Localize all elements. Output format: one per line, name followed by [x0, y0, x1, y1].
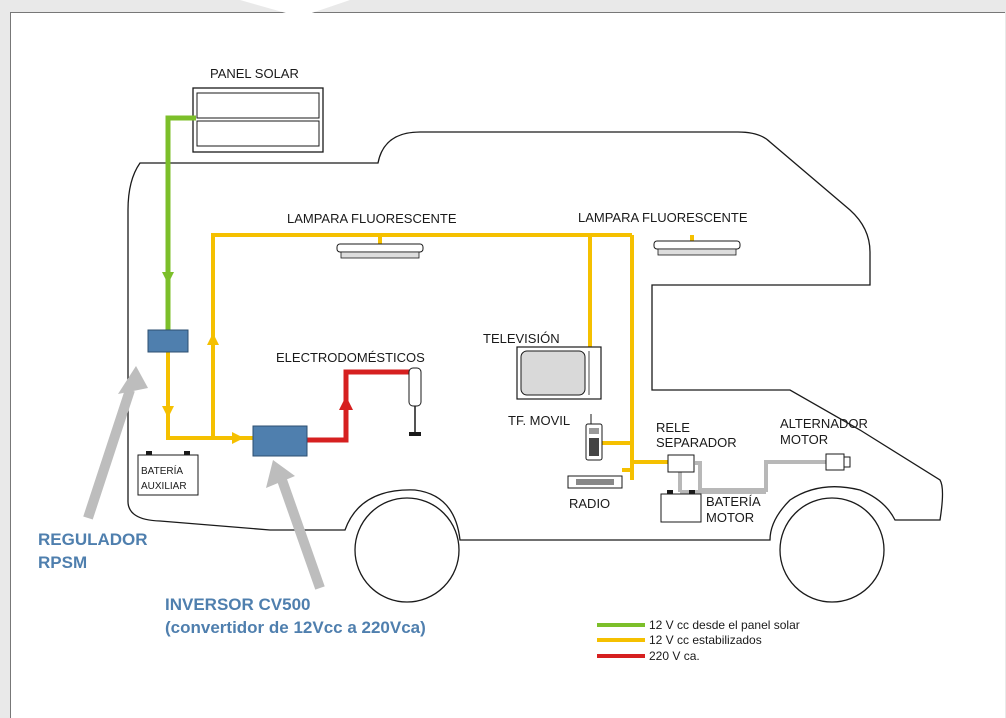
rele-label-2: SEPARADOR: [656, 435, 737, 450]
bateria-motor-label-1: BATERÍA: [706, 494, 761, 509]
radio-icon: [567, 475, 623, 489]
mobile-phone-icon: [585, 414, 603, 461]
radio-label: RADIO: [569, 496, 610, 511]
lamp-2: [653, 240, 741, 256]
auxiliary-battery: [137, 451, 199, 496]
alternador-label-1: ALTERNADOR: [780, 416, 868, 431]
television-icon: [516, 346, 602, 400]
yellow-arrow-down: [162, 406, 174, 418]
lamp-1: [336, 243, 424, 259]
alternador-label-2: MOTOR: [780, 432, 828, 447]
tf-movil-label: TF. MOVIL: [508, 413, 570, 428]
regulador-model: RPSM: [38, 553, 87, 572]
lampara-2-label: LAMPARA FLUORESCENTE: [578, 210, 748, 225]
bateria-motor-label-2: MOTOR: [706, 510, 754, 525]
rear-wheel: [354, 497, 460, 603]
front-wheel: [779, 497, 885, 603]
yellow-network: [166, 233, 694, 480]
gray-motor-circuit: [678, 460, 826, 494]
regulator-box: [147, 329, 189, 353]
electrodomesticos-label: ELECTRODOMÉSTICOS: [276, 350, 425, 365]
green-arrow: [162, 272, 174, 284]
legend: 12 V cc desde el panel solar 12 V cc est…: [597, 618, 800, 663]
relay-box: [667, 454, 695, 473]
inversor-title: INVERSOR CV500: [165, 595, 311, 614]
lampara-1-label: LAMPARA FLUORESCENTE: [287, 211, 457, 226]
television-label: TELEVISIÓN: [483, 331, 560, 346]
inversor-subtitle: (convertidor de 12Vcc a 220Vca): [165, 618, 426, 637]
regulador-title: REGULADOR: [38, 530, 148, 549]
bateria-aux-label-2: AUXILIAR: [141, 481, 187, 492]
yellow-arrow-up: [207, 333, 219, 345]
inverter-box: [252, 425, 308, 457]
legend-label-red: 220 V ca.: [649, 649, 700, 663]
rele-label-1: RELE: [656, 420, 690, 435]
motor-battery: [660, 490, 702, 523]
red-arrow: [339, 396, 353, 410]
bateria-aux-label-1: BATERÍA: [141, 464, 183, 477]
appliance-icon: [408, 367, 422, 436]
callout-arrow-regulador: [83, 366, 148, 520]
solar-panel: [192, 87, 324, 153]
camper-outline: [127, 131, 944, 541]
alternator-icon: [825, 453, 851, 471]
panel-solar-label: PANEL SOLAR: [210, 66, 299, 81]
green-line-solar: [165, 115, 196, 330]
legend-label-yellow: 12 V cc estabilizados: [649, 633, 762, 647]
callout-arrow-inversor: [266, 460, 325, 590]
legend-label-green: 12 V cc desde el panel solar: [649, 618, 800, 632]
yellow-arrow-right: [232, 432, 244, 444]
red-line-220v: [307, 369, 410, 443]
top-notch: [240, 0, 350, 17]
